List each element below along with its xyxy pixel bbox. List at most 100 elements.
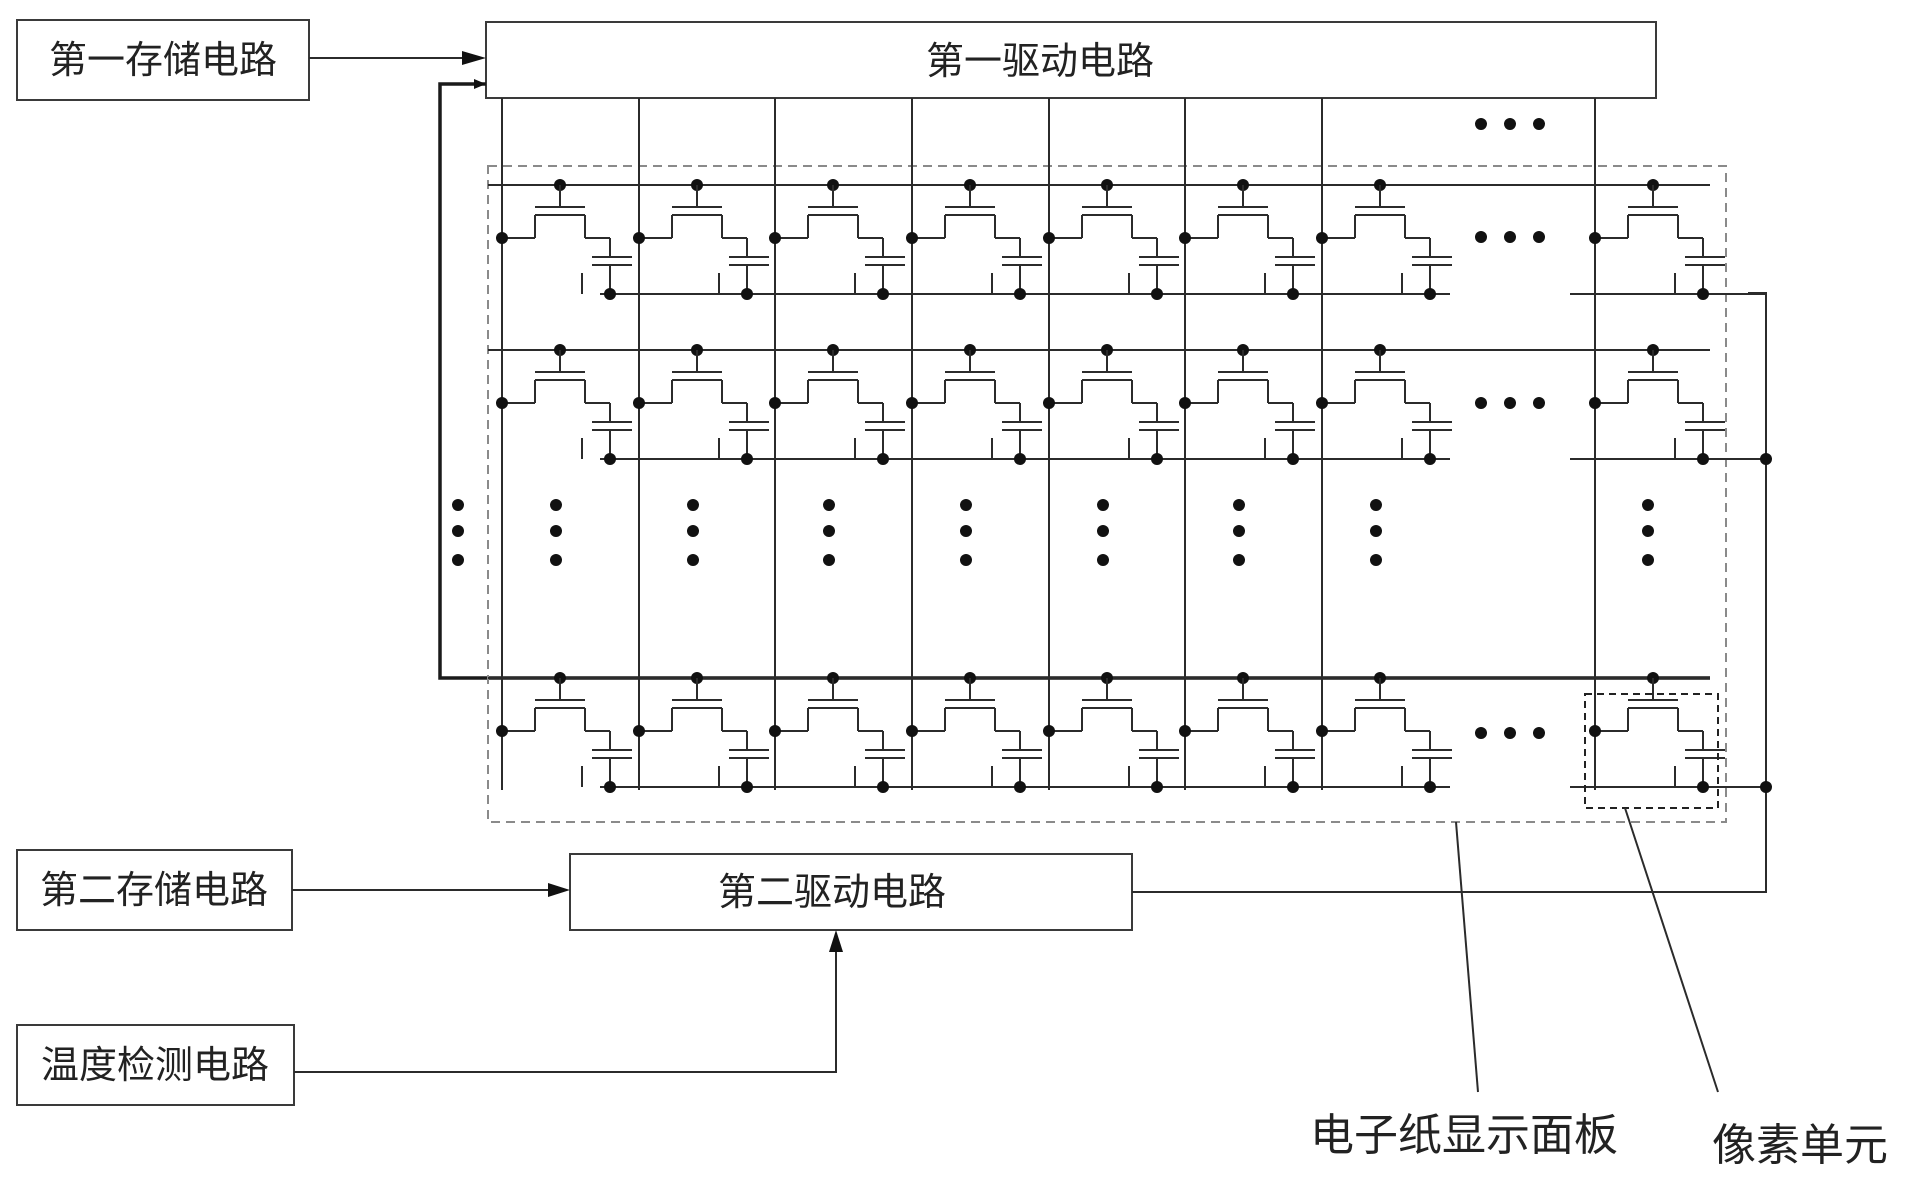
common-tap-dot [1151,781,1163,793]
common-tap-dot [1287,453,1299,465]
arrow-head-icon [474,79,486,89]
common-tap-dot [741,453,753,465]
data-tap-dot [496,725,508,737]
data-tap-dot [1043,397,1055,409]
pixel-unit-highlight [1584,693,1719,809]
data-tap-dot [769,725,781,737]
common-tap-dot [1014,288,1026,300]
second-storage-block: 第二存储电路 [16,849,293,931]
data-tap-dot [1316,725,1328,737]
common-tap-dot [1697,453,1709,465]
data-tap-dot [1043,725,1055,737]
data-tap-dot [906,232,918,244]
ellipsis-dot-icon [960,525,972,537]
data-tap-dot [906,397,918,409]
arrow-head-icon [548,883,570,897]
ellipsis-dot-icon [1097,525,1109,537]
common-tap-dot [604,453,616,465]
arrow-head-icon [829,930,843,952]
ellipsis-dot-icon [1097,499,1109,511]
ellipsis-dot-icon [550,525,562,537]
second-storage-label: 第二存储电路 [40,868,268,912]
ellipsis-dot-icon [550,499,562,511]
common-tap-dot [741,781,753,793]
data-tap-dot [1589,232,1601,244]
ellipsis-dot-icon [1370,525,1382,537]
ellipsis-dot-icon [452,499,464,511]
data-tap-dot [1179,232,1191,244]
ellipsis-dot-icon [1475,231,1487,243]
ellipsis-dot-icon [823,525,835,537]
ellipsis-dot-icon [452,554,464,566]
arrow-head-icon [462,51,486,65]
common-tap-dot [1697,781,1709,793]
data-tap-dot [1043,232,1055,244]
data-tap-dot [1589,725,1601,737]
temperature-sensor-block: 温度检测电路 [16,1024,295,1106]
display-panel-frame [487,165,1727,823]
data-tap-dot [496,232,508,244]
ellipsis-dot-icon [1370,499,1382,511]
common-tap-dot [1424,288,1436,300]
ellipsis-dot-icon [1533,397,1545,409]
first-storage-block: 第一存储电路 [16,19,310,101]
ellipsis-dot-icon [1370,554,1382,566]
ellipsis-dot-icon [1233,525,1245,537]
common-tap-dot [604,781,616,793]
common-tap-dot [1014,781,1026,793]
data-tap-dot [1179,725,1191,737]
data-tap-dot [633,232,645,244]
ellipsis-dot-icon [1642,525,1654,537]
ellipsis-dot-icon [1233,554,1245,566]
ellipsis-dot-icon [687,499,699,511]
data-tap-dot [906,725,918,737]
data-tap-dot [633,397,645,409]
data-tap-dot [1589,397,1601,409]
temperature-sensor-label: 温度检测电路 [41,1043,269,1087]
ellipsis-dot-icon [823,499,835,511]
common-tap-dot [1697,288,1709,300]
ellipsis-dot-icon [452,525,464,537]
ellipsis-dot-icon [1475,727,1487,739]
common-tap-dot [1287,288,1299,300]
common-tap-dot [741,288,753,300]
ellipsis-dot-icon [960,499,972,511]
common-tap-dot [1151,453,1163,465]
common-tap-dot [604,288,616,300]
ellipsis-dot-icon [1642,499,1654,511]
pixel-matrix [452,98,1772,793]
common-tap-dot [877,453,889,465]
common-tap-dot [1424,453,1436,465]
common-rail-junction-dot [1760,453,1772,465]
ellipsis-dot-icon [1504,727,1516,739]
ellipsis-dot-icon [1475,397,1487,409]
first-driver-block: 第一驱动电路 [485,21,1657,99]
data-tap-dot [1316,397,1328,409]
ellipsis-dot-icon [823,554,835,566]
ellipsis-dot-icon [1642,554,1654,566]
callouts: 电子纸显示面板 像素单元 [1310,807,1888,1171]
common-tap-dot [877,288,889,300]
data-tap-dot [769,397,781,409]
data-tap-dot [496,397,508,409]
data-tap-dot [633,725,645,737]
second-driver-label: 第二驱动电路 [718,870,946,914]
data-tap-dot [769,232,781,244]
ellipsis-dot-icon [960,554,972,566]
ellipsis-dot-icon [1475,118,1487,130]
first-driver-label: 第一驱动电路 [926,39,1154,83]
ellipsis-dot-icon [1533,231,1545,243]
common-tap-dot [1151,288,1163,300]
data-tap-dot [1179,397,1191,409]
ellipsis-dot-icon [550,554,562,566]
ellipsis-dot-icon [1504,231,1516,243]
common-rail-junction-dot [1760,781,1772,793]
common-tap-dot [877,781,889,793]
ellipsis-dot-icon [1504,118,1516,130]
ellipsis-dot-icon [687,554,699,566]
ellipsis-dot-icon [1097,554,1109,566]
ellipsis-dot-icon [687,525,699,537]
panel-callout-label: 电子纸显示面板 [1310,1110,1618,1161]
data-tap-dot [1316,232,1328,244]
